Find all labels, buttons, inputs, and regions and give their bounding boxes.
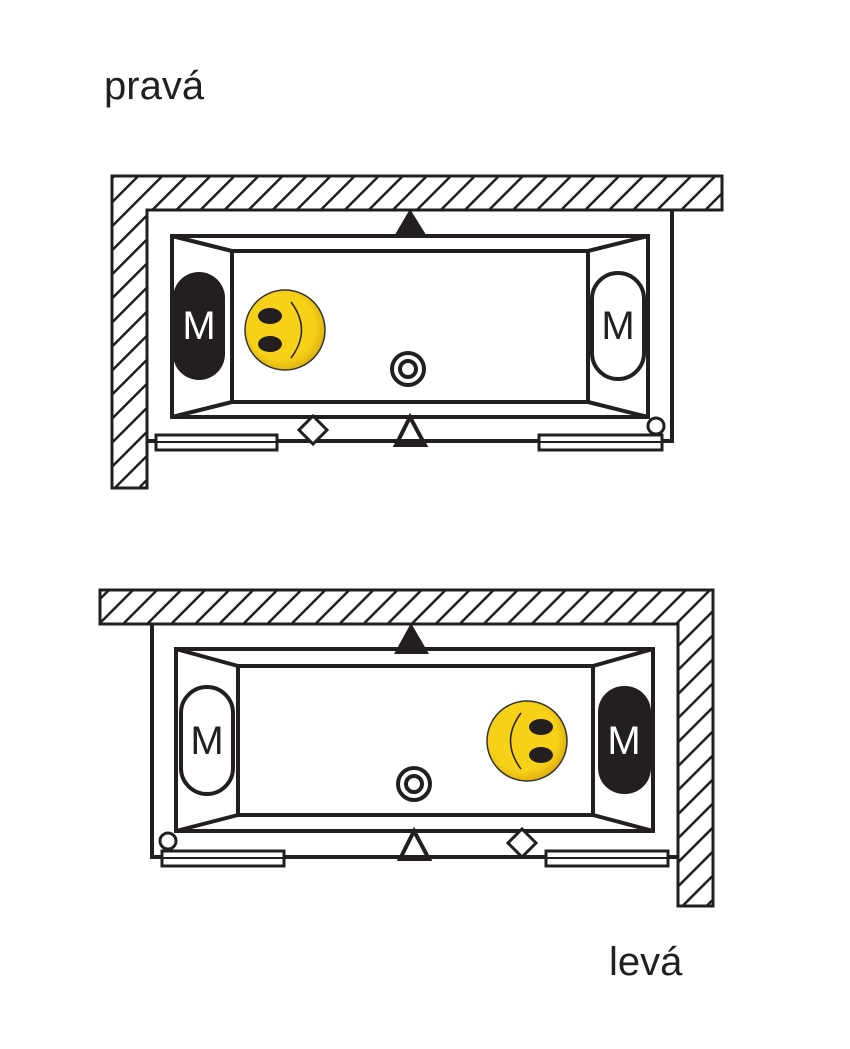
smiley-icon [244, 289, 326, 371]
faucet-triangle-filled [394, 623, 429, 654]
enclosure-frame [150, 624, 678, 859]
hinge-circle [646, 416, 666, 436]
tub-outer [170, 234, 650, 419]
smiley-icon [486, 700, 568, 782]
label-right-variant: pravá [104, 64, 205, 108]
control-triangle-outline [392, 412, 429, 447]
headrest-letter: M [601, 304, 634, 348]
headrest-letter: M [182, 304, 215, 348]
diamond-icon [296, 413, 330, 447]
headrest-white [179, 685, 235, 796]
hinge-circle [158, 831, 178, 851]
tub-inner [230, 249, 590, 404]
faucet-triangle-filled [393, 209, 428, 238]
tub-corners [175, 647, 654, 833]
tub-corners [171, 234, 649, 419]
wall-hatched [110, 174, 724, 490]
tub-inner [236, 664, 595, 817]
tub-right-variant: M M [110, 174, 724, 490]
wall-hatched [98, 588, 715, 908]
label-left-variant: levá [609, 940, 683, 984]
headrest-white [590, 271, 646, 381]
tub-left-variant: M M [98, 588, 715, 908]
control-triangle-outline [396, 826, 433, 861]
headrest-letter: M [607, 719, 640, 763]
enclosure-frame [147, 210, 674, 443]
headrest-black [598, 686, 651, 794]
tub-outer [174, 647, 655, 833]
drain-icon [396, 766, 432, 802]
headrest-black [173, 272, 225, 380]
diamond-icon [505, 826, 539, 860]
headrest-letter: M [190, 719, 223, 763]
drain-icon [390, 351, 426, 387]
